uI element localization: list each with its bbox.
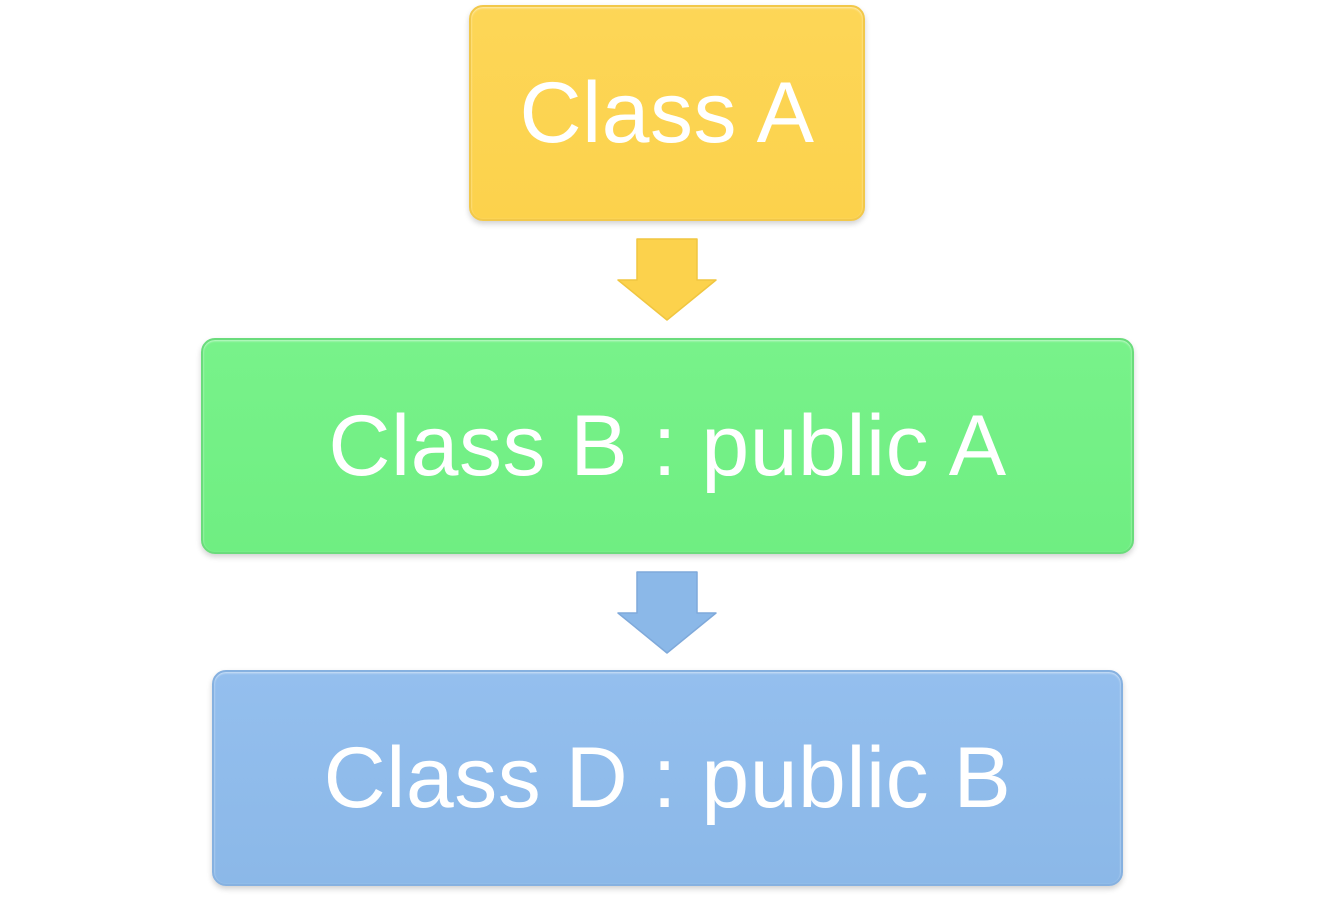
down-arrow-icon [617,238,717,321]
class-a-node: Class A [469,5,865,221]
class-d-label: Class D : public B [323,729,1012,826]
class-b-label: Class B : public A [328,397,1007,494]
class-d-node: Class D : public B [212,670,1123,886]
arrow-a-to-b [617,238,717,321]
class-a-label: Class A [519,64,815,161]
arrow-b-to-d [617,571,717,654]
down-arrow-icon [617,571,717,654]
class-b-node: Class B : public A [201,338,1134,554]
